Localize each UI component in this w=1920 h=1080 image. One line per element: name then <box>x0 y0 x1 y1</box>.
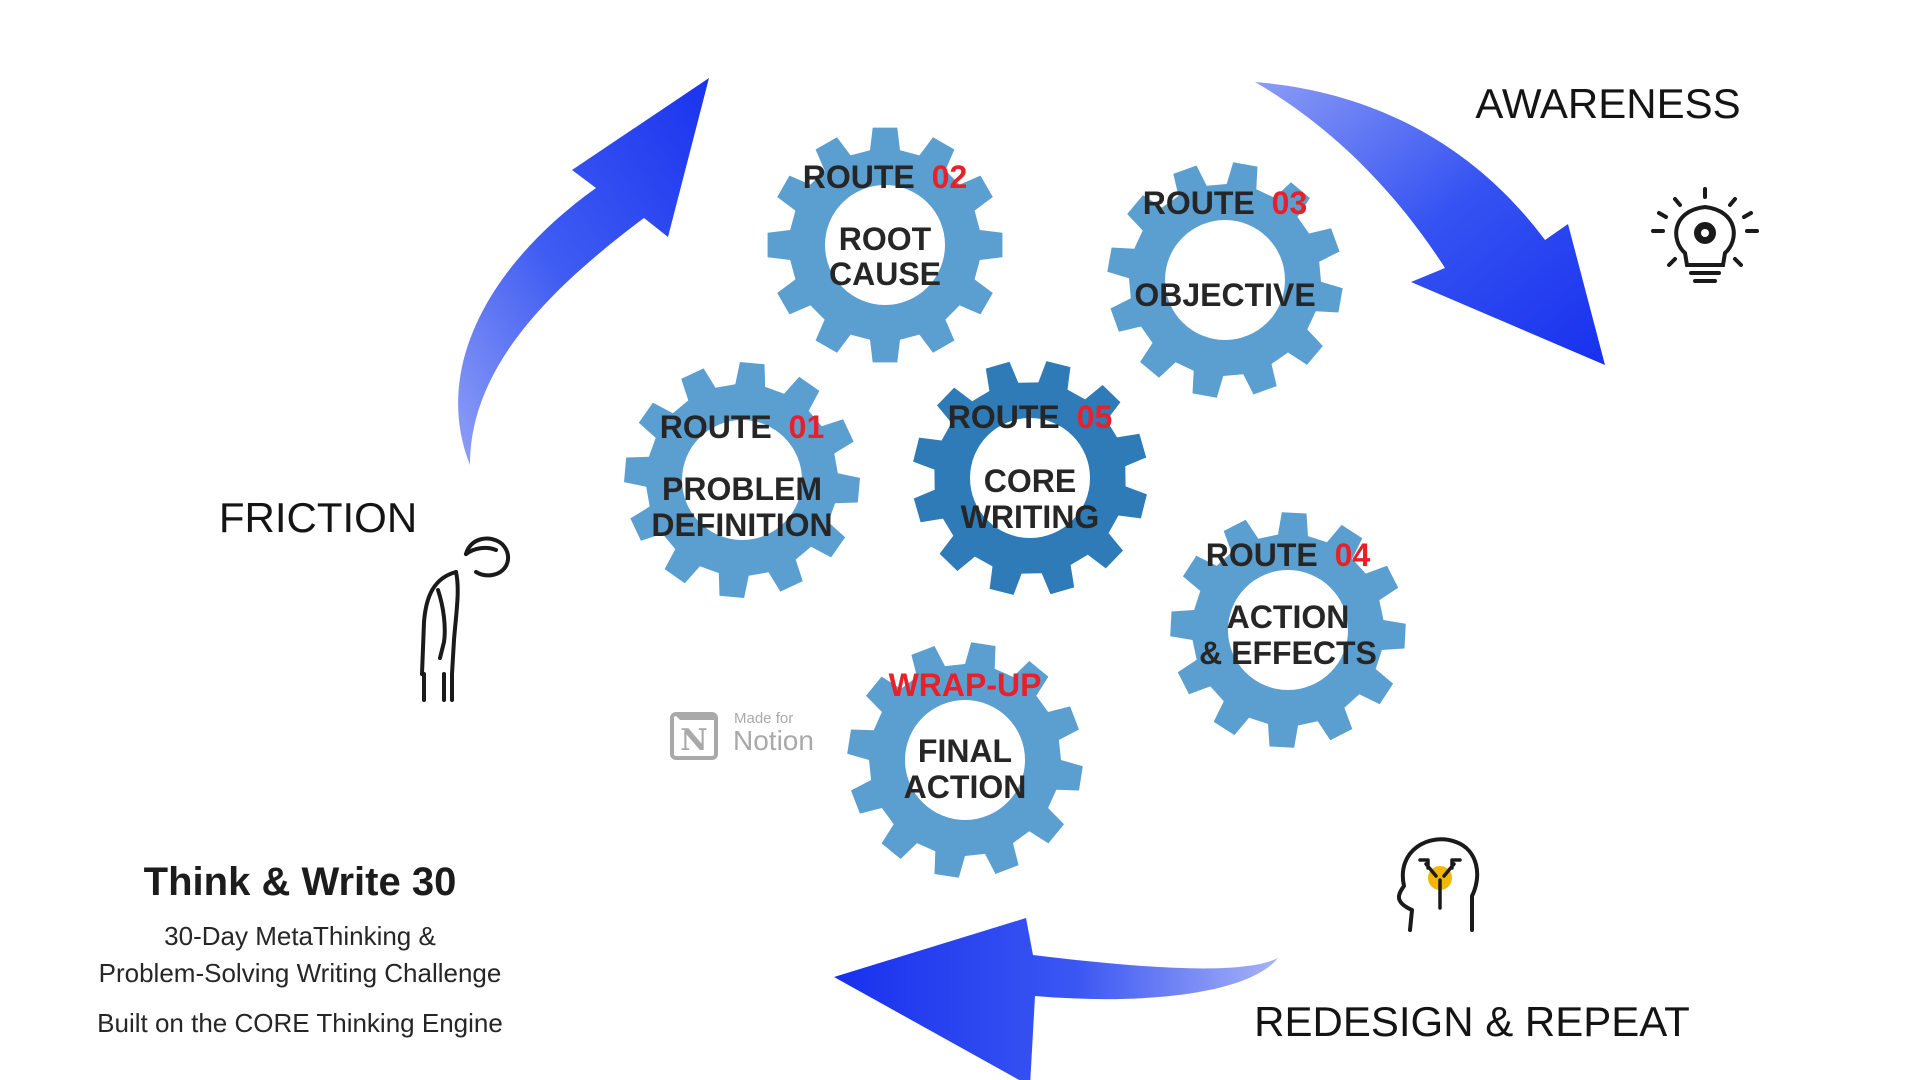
notion-logo-icon: N <box>670 712 718 760</box>
route-03-line1: OBJECTIVE <box>1134 277 1315 313</box>
svg-text:ROUTE 02: ROUTE 02 <box>803 159 967 195</box>
brand-subtitle-line1: 30-Day MetaThinking & <box>164 921 436 951</box>
route-01-number: 01 <box>789 409 825 445</box>
notion-logo-letter: N <box>680 723 707 758</box>
route-05-line1: CORE <box>984 463 1076 499</box>
brand-engine-line: Built on the CORE Thinking Engine <box>97 1008 503 1038</box>
arrow-top-to-awareness <box>1255 82 1605 365</box>
made-for-notion-badge: N Made for Notion <box>668 708 824 764</box>
route-01-prefix: ROUTE <box>660 409 772 445</box>
wrap-up-label: WRAP-UP <box>889 667 1042 703</box>
gear-shape-route-03 <box>1107 162 1343 398</box>
gear-route-01: ROUTE 01 PROBLEM DEFINITION <box>651 409 832 543</box>
gear-shape-wrap-up <box>847 642 1083 878</box>
route-05-prefix: ROUTE <box>948 399 1060 435</box>
gear-route-02: ROUTE 02 ROOT CAUSE <box>803 159 967 292</box>
redesign-repeat-label: REDESIGN & REPEAT <box>1254 998 1690 1045</box>
route-02-number: 02 <box>932 159 968 195</box>
route-05-number: 05 <box>1077 399 1113 435</box>
gear-hole-route-02 <box>825 185 945 305</box>
arrow-redesign-to-bottom <box>834 918 1278 1080</box>
arrow-friction-to-top <box>458 78 709 465</box>
route-01-line1: PROBLEM <box>662 471 822 507</box>
svg-text:ROUTE 04: ROUTE 04 <box>1206 537 1371 573</box>
gear-route-05: ROUTE 05 CORE WRITING <box>948 399 1112 535</box>
gear-shape-route-01 <box>624 362 860 598</box>
gear-route-04: ROUTE 04 ACTION & EFFECTS <box>1199 537 1377 671</box>
gear-hole-route-05 <box>970 418 1090 538</box>
route-03-prefix: ROUTE <box>1143 185 1255 221</box>
route-02-prefix: ROUTE <box>803 159 915 195</box>
route-02-line2: CAUSE <box>829 256 941 292</box>
route-03-number: 03 <box>1272 185 1308 221</box>
route-05-line2: WRITING <box>961 499 1100 535</box>
friction-label: FRICTION <box>219 494 417 541</box>
gear-hole-route-04 <box>1228 570 1348 690</box>
gear-hole-route-01 <box>682 420 802 540</box>
tired-person-icon <box>420 536 511 702</box>
notion-badge-small-text: Made for <box>734 710 794 727</box>
route-04-line1: ACTION <box>1227 599 1350 635</box>
route-04-prefix: ROUTE <box>1206 537 1318 573</box>
brand-title: Think & Write 30 <box>143 860 457 904</box>
wrap-up-line2: ACTION <box>904 769 1027 805</box>
gear-shape-route-04 <box>1170 512 1406 748</box>
awareness-label: AWARENESS <box>1475 80 1740 127</box>
route-04-number: 04 <box>1335 537 1371 573</box>
head-arrows-icon <box>1397 837 1480 932</box>
route-02-line1: ROOT <box>839 221 932 257</box>
gear-route-03: ROUTE 03 OBJECTIVE <box>1134 185 1315 313</box>
svg-text:ROUTE 01: ROUTE 01 <box>660 409 824 445</box>
svg-text:ROUTE 03: ROUTE 03 <box>1143 185 1307 221</box>
lightbulb-gear-icon <box>1651 187 1759 283</box>
notion-badge-big-text: Notion <box>733 725 814 756</box>
gear-hole-route-03 <box>1165 220 1285 340</box>
gear-shape-route-02 <box>767 127 1003 363</box>
gear-hole-wrap-up <box>905 700 1025 820</box>
route-04-line2: & EFFECTS <box>1199 635 1377 671</box>
svg-text:ROUTE 05: ROUTE 05 <box>948 399 1112 435</box>
brand-subtitle-line2: Problem-Solving Writing Challenge <box>98 958 502 988</box>
route-01-line2: DEFINITION <box>651 507 832 543</box>
wrap-up-line1: FINAL <box>918 733 1012 769</box>
gear-wrap-up: WRAP-UP FINAL ACTION <box>889 667 1042 805</box>
gear-shape-route-05 <box>913 361 1147 595</box>
